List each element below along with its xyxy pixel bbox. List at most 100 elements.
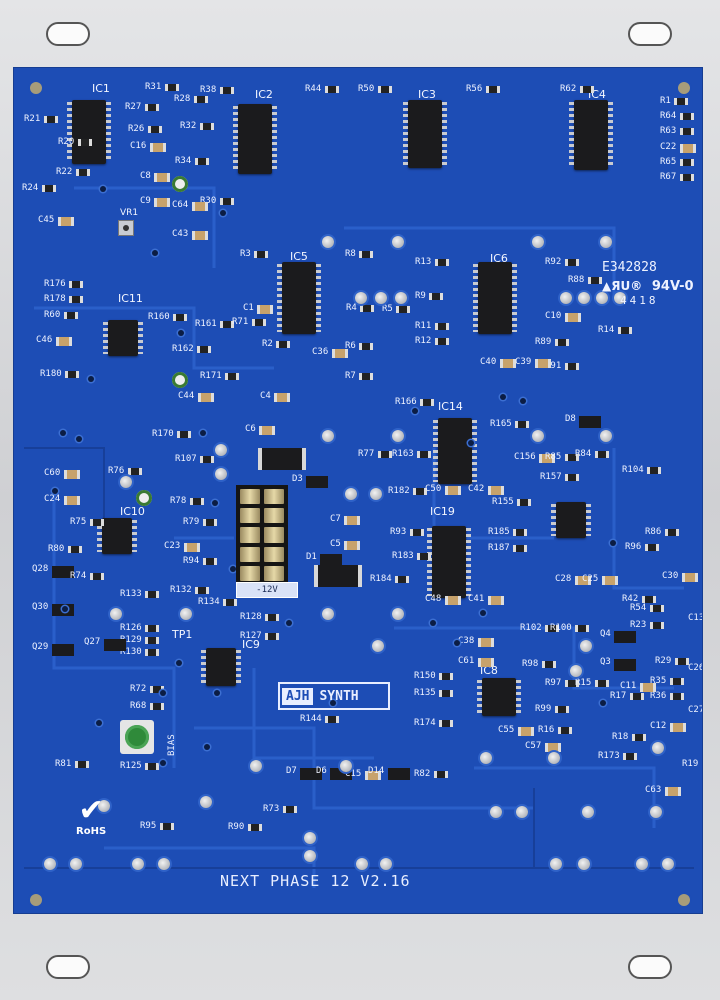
resistor [189, 498, 204, 505]
component-designator: R8 [345, 249, 356, 259]
component-designator: R162 [172, 344, 194, 354]
resistor [587, 277, 602, 284]
resistor [77, 139, 92, 146]
capacitor [149, 143, 166, 152]
component-designator: R133 [120, 589, 142, 599]
solder-pad [596, 292, 608, 304]
component-designator: R19 [682, 759, 699, 769]
supply-voltage-label: -12V [236, 582, 298, 598]
resistor [669, 693, 684, 700]
resistor [202, 519, 217, 526]
resistor [674, 658, 689, 665]
component-designator: C25 [582, 574, 599, 584]
capacitor [197, 393, 214, 402]
component-designator: C22 [660, 142, 677, 152]
component-designator: C50 [425, 484, 442, 494]
component-designator: R78 [170, 496, 187, 506]
component-designator: R73 [263, 804, 280, 814]
bias-trimmer-potentiometer[interactable] [120, 720, 154, 754]
resistor [359, 251, 373, 258]
component-designator: R23 [630, 620, 647, 630]
resistor [669, 678, 684, 685]
capacitor [574, 576, 591, 585]
component-designator: R7 [345, 371, 356, 381]
component-designator: R104 [622, 465, 644, 475]
component-designator: R17 [610, 691, 627, 701]
component-designator: C4 [260, 391, 271, 401]
capacitor [544, 743, 561, 752]
capacitor [63, 470, 80, 479]
component-designator: R75 [70, 517, 87, 527]
component-designator: C11 [620, 681, 637, 691]
capacitor [601, 576, 618, 585]
capacitor [487, 486, 504, 495]
resistor [223, 599, 237, 606]
capacitor [499, 359, 516, 368]
mounting-slot-bottom-right [628, 955, 672, 979]
component-designator: R20 [58, 137, 75, 147]
capacitor [344, 516, 360, 525]
component-designator: C61 [458, 656, 475, 666]
component-designator: R34 [175, 156, 192, 166]
resistor [679, 174, 694, 181]
solder-pad [375, 292, 387, 304]
component-designator: R72 [130, 684, 147, 694]
component-designator: R9 [415, 291, 426, 301]
component-designator: C9 [140, 196, 151, 206]
transistor-package [614, 659, 636, 671]
resistor [177, 431, 191, 438]
resistor [631, 734, 646, 741]
transistor-package [103, 639, 126, 651]
resistor [417, 451, 431, 458]
solder-pad [550, 858, 562, 870]
solder-pad [578, 292, 590, 304]
via [454, 640, 460, 646]
capacitor [564, 313, 581, 322]
resistor [629, 693, 644, 700]
component-designator: C63 [645, 785, 662, 795]
component-designator: R16 [538, 725, 555, 735]
ic-chip [201, 648, 241, 686]
solder-pad [304, 832, 316, 844]
capacitor [669, 723, 686, 732]
component-designator: R127 [240, 631, 262, 641]
component-designator: R102 [520, 623, 542, 633]
resistor [623, 753, 637, 760]
mounting-slot-top-right [628, 22, 672, 46]
electrolytic-capacitor [136, 490, 152, 506]
resistor [265, 614, 279, 621]
resistor [579, 86, 594, 93]
component-designator: D3 [292, 474, 303, 484]
via [480, 610, 486, 616]
resistor [69, 281, 83, 288]
resistor [149, 686, 164, 693]
component-designator: C12 [650, 721, 667, 731]
resistor [195, 587, 209, 594]
component-designator: R170 [152, 429, 174, 439]
resistor [202, 558, 217, 565]
solder-pad [582, 806, 594, 818]
via [610, 540, 616, 546]
transistor-package [300, 768, 322, 780]
solder-pad [250, 760, 262, 772]
component-designator: C38 [458, 636, 475, 646]
component-designator: R126 [120, 623, 142, 633]
component-designator: R38 [200, 85, 217, 95]
component-designator: R27 [125, 102, 142, 112]
component-designator: R129 [120, 635, 142, 645]
component-designator: C44 [178, 391, 195, 401]
component-designator: R185 [488, 527, 510, 537]
component-designator: C10 [545, 311, 562, 321]
solder-pad [110, 608, 122, 620]
component-designator: R107 [175, 454, 197, 464]
component-designator: R35 [650, 676, 667, 686]
solder-pad [380, 858, 392, 870]
ic-label: IC8 [480, 664, 498, 677]
component-designator: R84 [575, 449, 592, 459]
component-designator: R163 [392, 449, 414, 459]
component-designator: Q29 [32, 642, 49, 652]
capacitor [487, 596, 504, 605]
resistor [145, 625, 159, 632]
resistor [197, 346, 211, 353]
component-designator: R94 [183, 556, 200, 566]
